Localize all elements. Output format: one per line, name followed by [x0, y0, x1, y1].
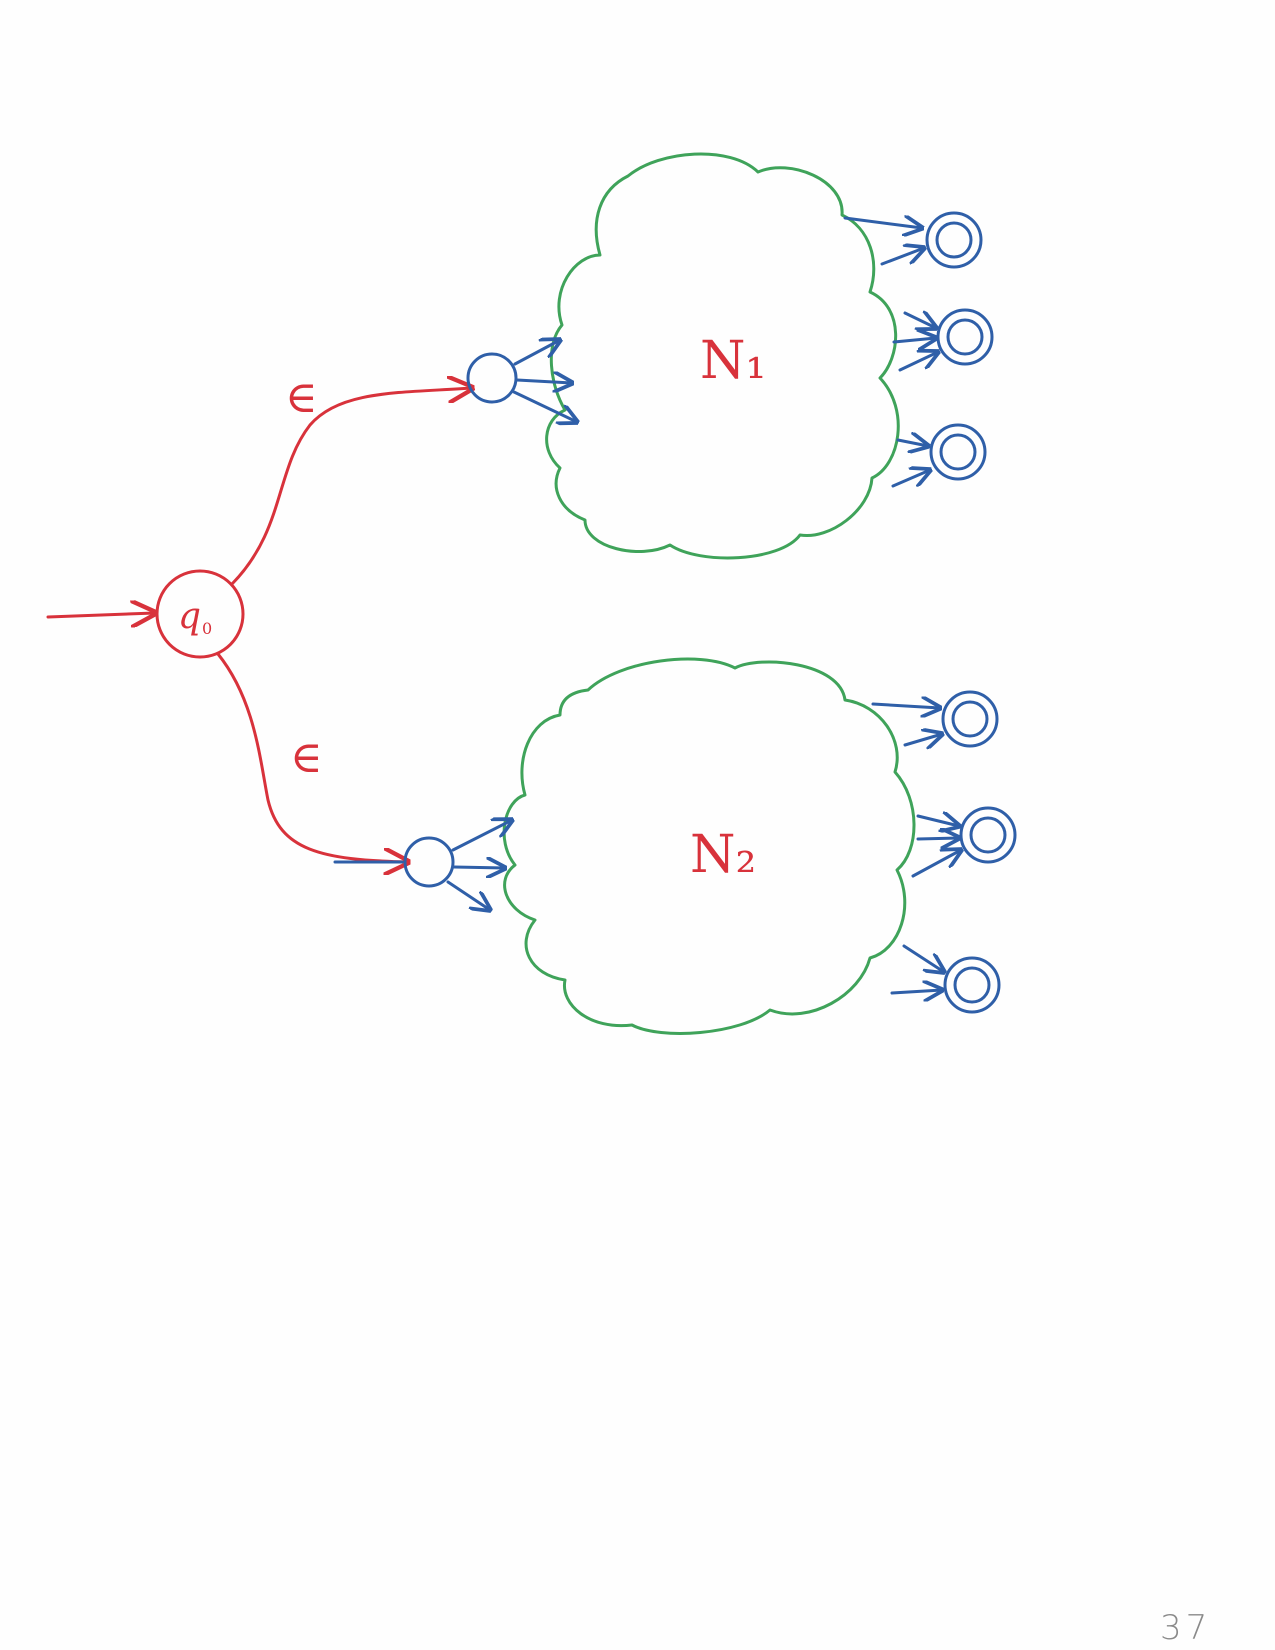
- n1-accept-state-3: [929, 423, 987, 481]
- n1-start-arrow-2: [515, 380, 572, 383]
- n2-accept-arrow-3a: [902, 944, 944, 972]
- epsilon-transition-lower: [216, 652, 408, 862]
- start-arrow: [46, 613, 155, 617]
- n1-accept-arrow-1a: [843, 218, 922, 228]
- start-state-label: q: [178, 596, 201, 637]
- cloud-label-n2: N₂: [690, 825, 756, 885]
- page-number: 37: [1160, 1608, 1212, 1648]
- n2-accept-arrow-1b: [903, 734, 942, 745]
- cloud-label-n1: N₁: [700, 331, 766, 391]
- n1-start-arrow-3: [512, 390, 577, 422]
- n2-start-arrow-1: [451, 820, 512, 852]
- n1-accept-state-1: [925, 211, 983, 269]
- n2-accept-arrow-3b: [890, 990, 942, 993]
- n2-accept-arrow-1a: [871, 704, 940, 708]
- n2-start-arrow-2: [452, 867, 505, 868]
- n1-accept-arrow-1b: [880, 248, 924, 266]
- n2-accept-arrow-2a: [916, 816, 959, 826]
- n2-accept-state-1: [941, 690, 999, 748]
- n1-accept-arrow-2c: [898, 352, 938, 372]
- n2-accept-arrow-2c: [911, 850, 961, 878]
- n1-accept-arrow-3a: [896, 440, 928, 446]
- start-state-subscript: 0: [202, 619, 212, 638]
- n2-start-arrow-3: [446, 880, 490, 910]
- n1-accept-arrow-2a: [903, 313, 936, 328]
- n2-accept-state-3: [943, 956, 1001, 1014]
- n1-start-state: [466, 352, 518, 404]
- n2-accept-arrow-2b: [916, 838, 959, 839]
- n1-accept-state-2: [936, 308, 994, 366]
- n2-accept-state-2: [959, 806, 1017, 864]
- n2-start-state: [403, 836, 455, 888]
- epsilon-label-lower: ∈: [290, 732, 323, 783]
- epsilon-label-upper: ∈: [285, 372, 318, 423]
- n1-start-arrow-1: [513, 340, 560, 366]
- epsilon-transition-upper: [230, 388, 472, 586]
- n1-accept-arrow-3b: [891, 470, 930, 488]
- n1-accept-arrow-2b: [892, 338, 936, 342]
- start-state-q0: q 0: [155, 569, 245, 659]
